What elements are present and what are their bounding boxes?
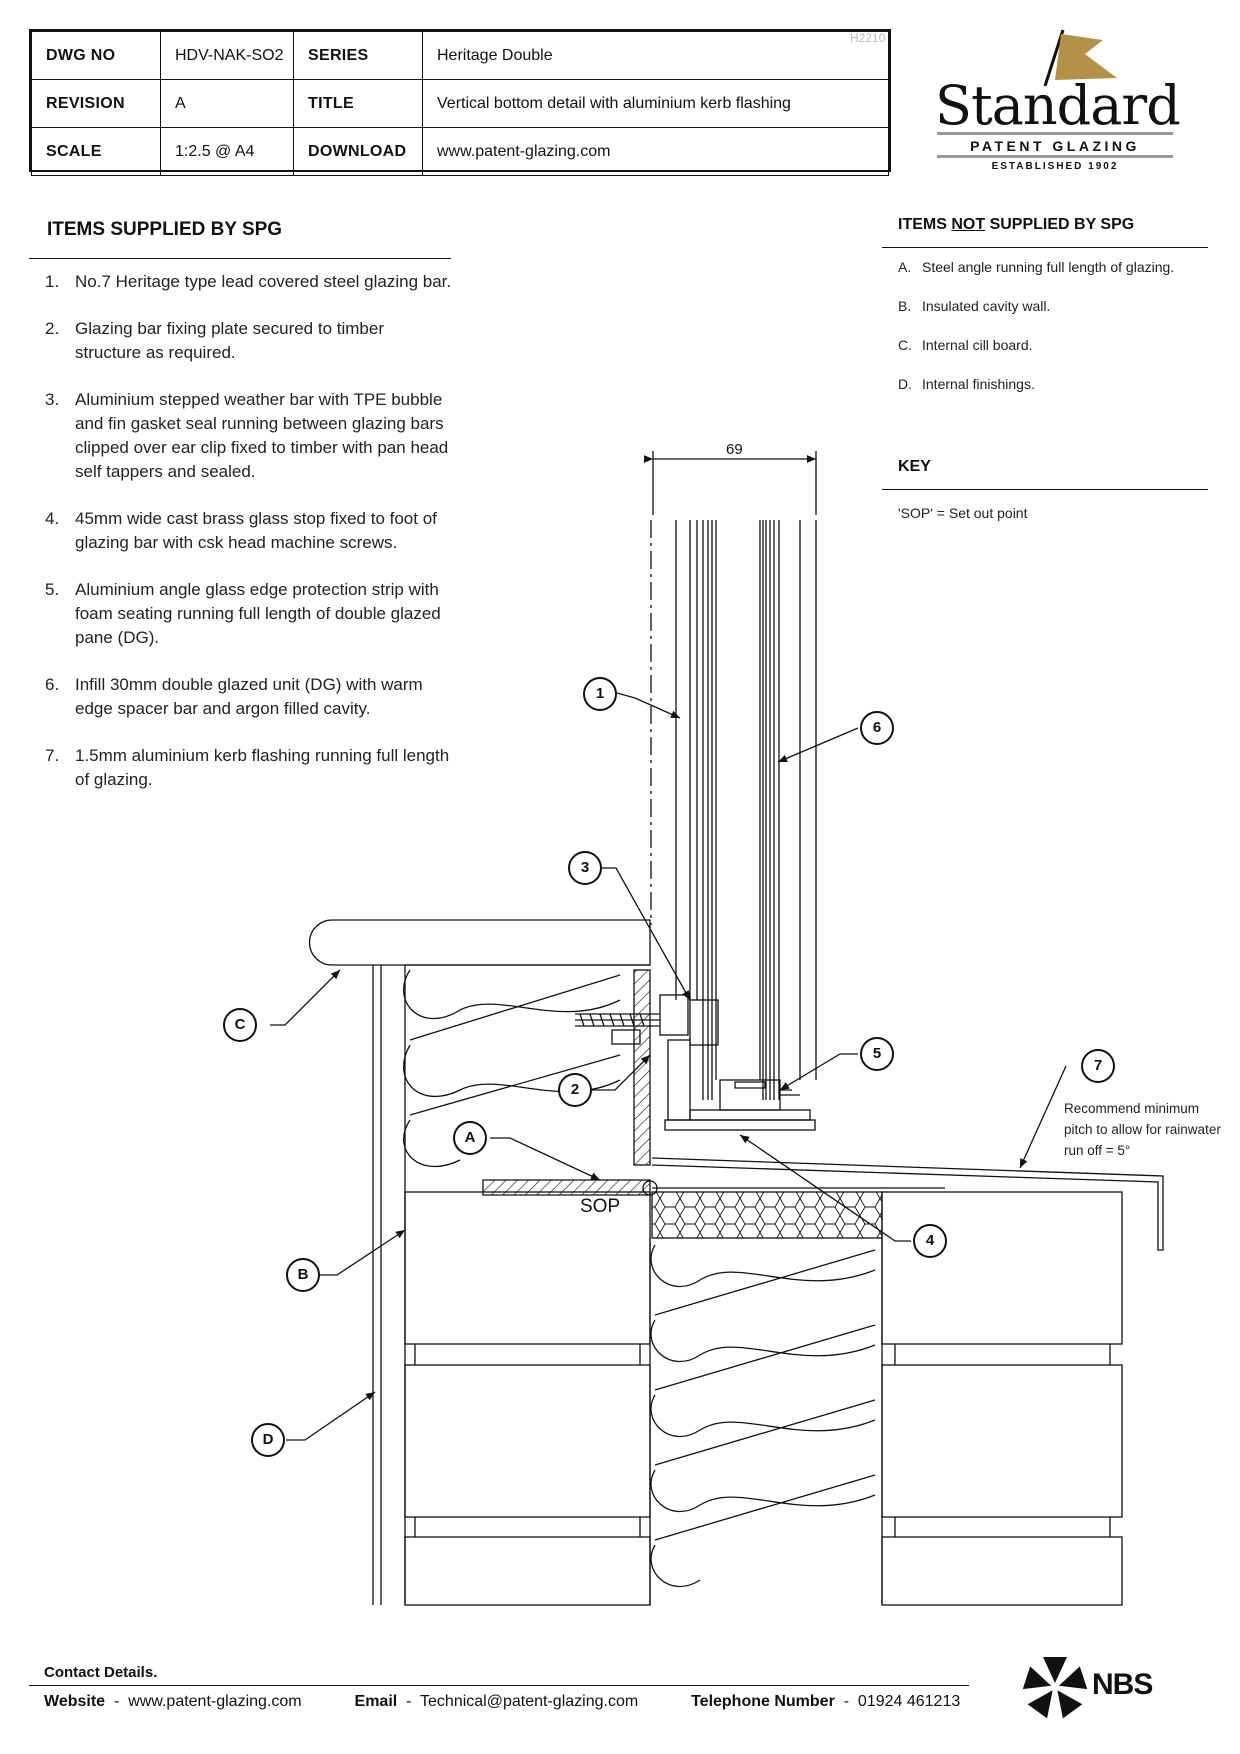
- email-label: Email: [354, 1693, 398, 1710]
- supplied-item: 4.45mm wide cast brass glass stop fixed …: [45, 509, 437, 552]
- key-divider: [882, 489, 1208, 490]
- supplied-item: 3.Aluminium stepped weather bar with TPE…: [45, 390, 449, 481]
- pitch-note: Recommend minimum pitch to allow for rai…: [1064, 1101, 1221, 1158]
- callout-c: C: [223, 1008, 257, 1042]
- contact-heading: Contact Details.: [44, 1664, 158, 1681]
- download-link[interactable]: www.patent-glazing.com: [422, 127, 889, 176]
- sop-label: SOP: [580, 1196, 621, 1217]
- callout-b: B: [286, 1258, 320, 1292]
- scale-label: SCALE: [31, 127, 161, 176]
- contact-line: Website - www.patent-glazing.com Email -…: [44, 1693, 961, 1710]
- callout-6: 6: [860, 711, 894, 745]
- key-text: 'SOP' = Set out point: [898, 505, 1028, 521]
- nbs-icon: [1022, 1657, 1088, 1719]
- title-value: Vertical bottom detail with aluminium ke…: [422, 79, 889, 128]
- dimension-label: 69: [726, 441, 743, 458]
- not-supplied-divider: [882, 247, 1208, 248]
- supplied-item: 2.Glazing bar fixing plate secured to ti…: [45, 319, 384, 362]
- footer-divider: [29, 1685, 969, 1686]
- logo-established: ESTABLISHED 1902: [991, 161, 1119, 172]
- not-supplied-item: D.Internal finishings.: [898, 376, 1035, 392]
- logo-wordmark: Standard: [935, 74, 1181, 137]
- download-label: DOWNLOAD: [293, 127, 423, 176]
- supplied-heading: ITEMS SUPPLIED BY SPG: [47, 219, 283, 240]
- nbs-logo: NBS: [1022, 1654, 1153, 1724]
- not-supplied-item: B.Insulated cavity wall.: [898, 298, 1051, 314]
- callout-5: 5: [860, 1037, 894, 1071]
- logo-rule-bottom: [937, 155, 1173, 158]
- dwg-no-value: HDV-NAK-SO2: [160, 31, 294, 80]
- not-supplied-heading: ITEMS NOT SUPPLIED BY SPG: [898, 216, 1135, 233]
- drawing-reference: H2210: [850, 31, 886, 45]
- callout-3: 3: [568, 851, 602, 885]
- supplied-item: 5.Aluminium angle glass edge protection …: [45, 580, 441, 647]
- logo-subtitle: PATENT GLAZING: [970, 138, 1140, 154]
- scale-value: 1:2.5 @ A4: [160, 127, 294, 176]
- callout-a: A: [453, 1121, 487, 1155]
- standard-patent-glazing-logo: Standard PATENT GLAZING ESTABLISHED 1902: [935, 28, 1185, 178]
- callout-1: 1: [583, 677, 617, 711]
- supplied-item: 6.Infill 30mm double glazed unit (DG) wi…: [45, 675, 423, 718]
- callout-2: 2: [558, 1073, 592, 1107]
- title-block: DWG NO HDV-NAK-SO2 SERIES Heritage Doubl…: [29, 29, 891, 176]
- callout-7: 7: [1081, 1049, 1115, 1083]
- supplied-list: 1.No.7 Heritage type lead covered steel …: [45, 270, 465, 815]
- website-label: Website: [44, 1693, 106, 1710]
- flag-icon: [1043, 29, 1117, 87]
- phone-number: 01924 461213: [857, 1693, 961, 1710]
- logo-rule-top: [937, 132, 1173, 135]
- nbs-text: NBS: [1092, 1668, 1153, 1701]
- title-label: TITLE: [293, 79, 423, 128]
- website-link[interactable]: www.patent-glazing.com: [128, 1693, 302, 1710]
- callout-d: D: [251, 1423, 285, 1457]
- not-supplied-list: A.Steel angle running full length of gla…: [898, 258, 1218, 414]
- supplied-item: 7.1.5mm aluminium kerb flashing running …: [45, 746, 450, 789]
- not-supplied-item: A.Steel angle running full length of gla…: [898, 259, 1175, 275]
- not-supplied-item: C.Internal cill board.: [898, 337, 1033, 353]
- supplied-item: 1.No.7 Heritage type lead covered steel …: [45, 272, 452, 291]
- phone-label: Telephone Number: [691, 1693, 835, 1710]
- email-link[interactable]: Technical@patent-glazing.com: [420, 1693, 639, 1710]
- callout-4: 4: [913, 1224, 947, 1258]
- supplied-divider: [29, 258, 451, 259]
- key-heading: KEY: [898, 458, 931, 475]
